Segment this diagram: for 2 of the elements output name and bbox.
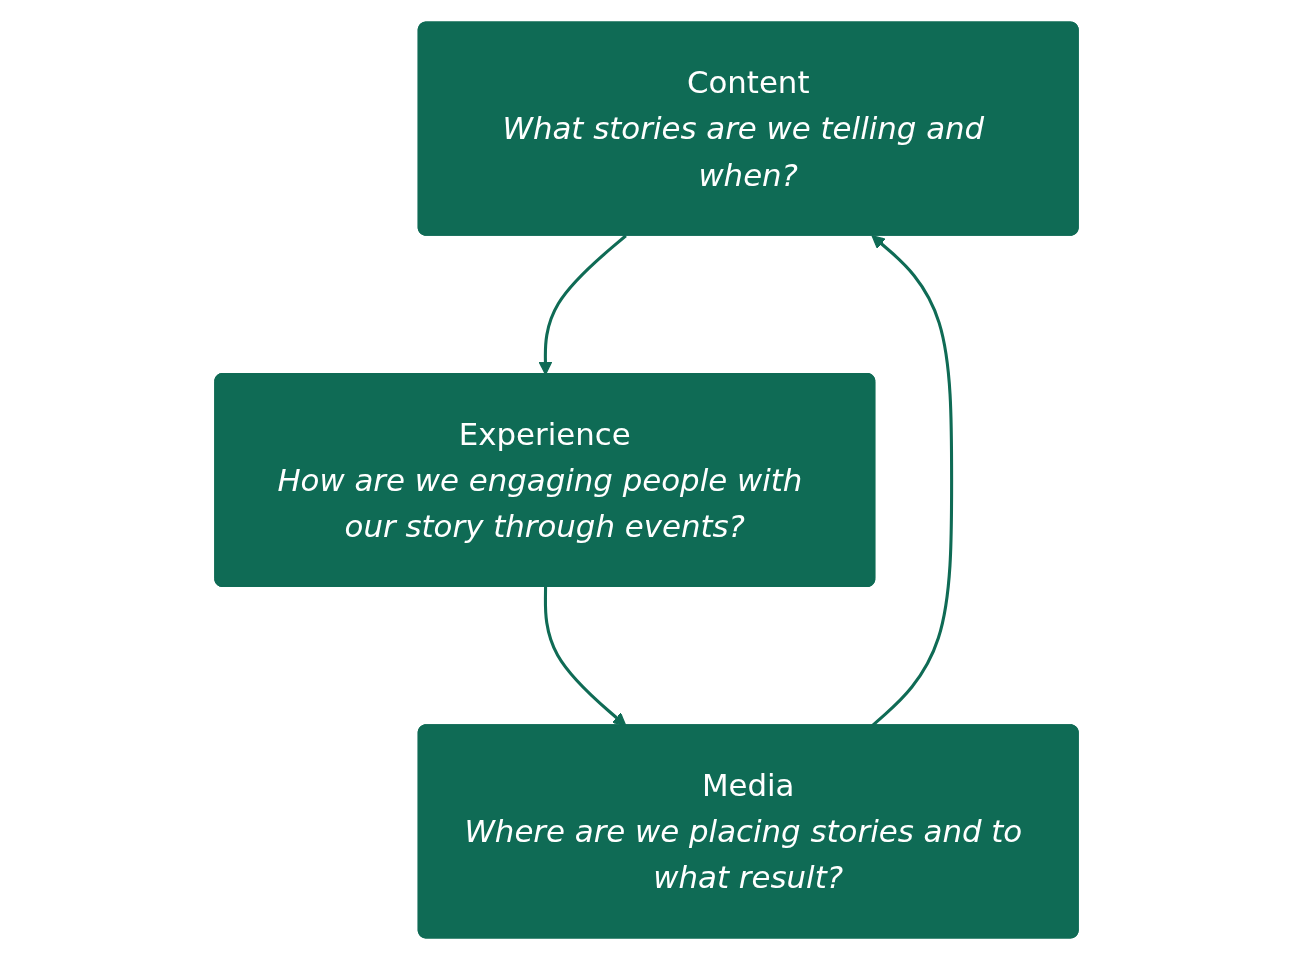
arrow bbox=[543, 587, 627, 727]
arrow bbox=[871, 235, 954, 727]
